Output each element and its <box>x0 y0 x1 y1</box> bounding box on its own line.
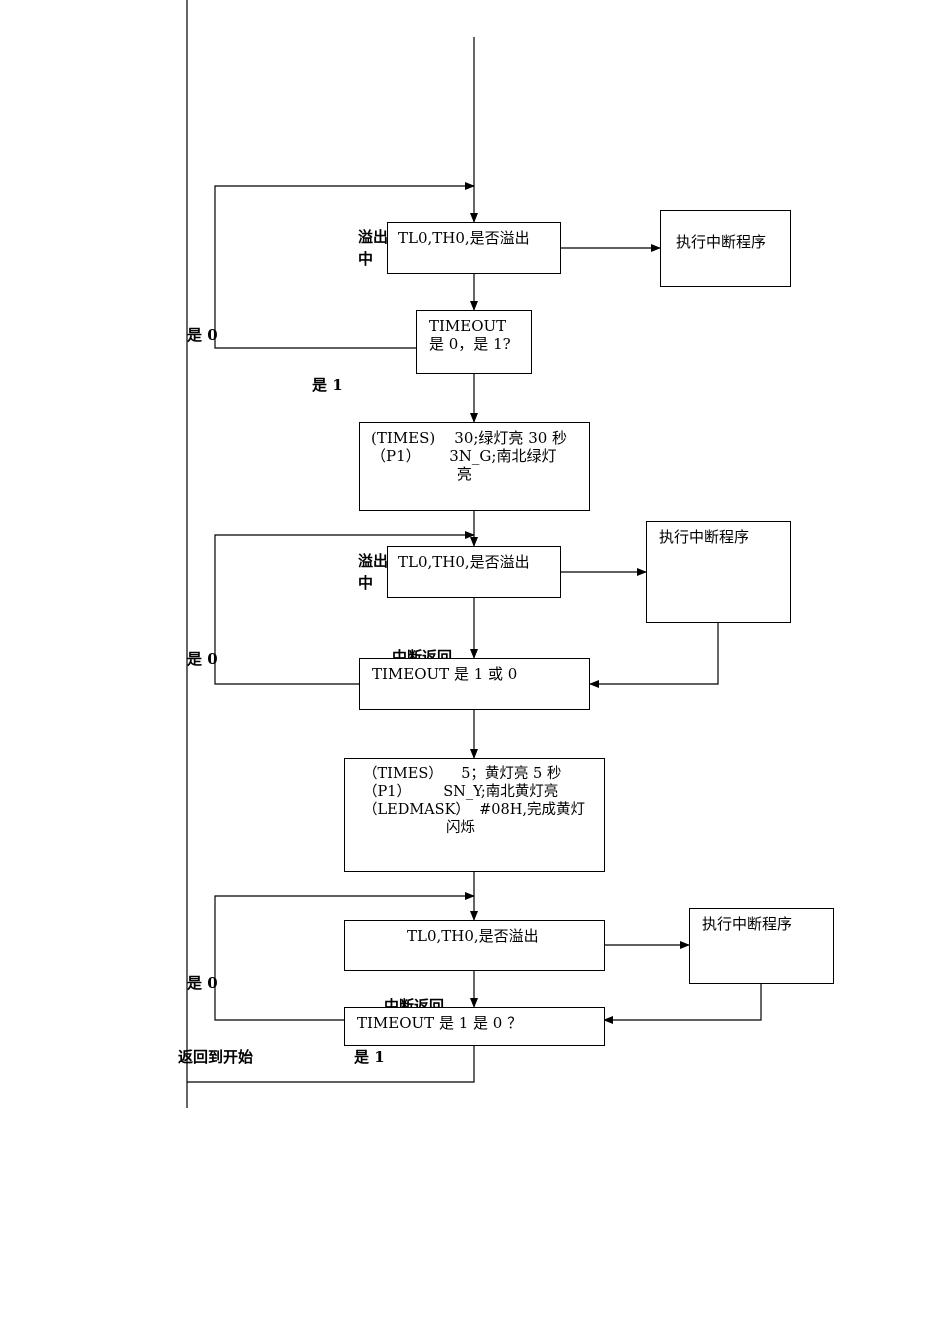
overflow-check-box-1: TL0,TH0,是否溢出 <box>387 222 561 274</box>
overflow-interrupt-label-2: 溢出 中 <box>358 552 389 592</box>
is-one-label-3: 是 1 <box>354 1048 385 1066</box>
is-one-label-1: 是 1 <box>312 376 343 394</box>
interrupt-routine-box-3: 执行中断程序 <box>689 908 834 984</box>
is-zero-label-2: 是 0 <box>187 650 218 668</box>
loop3-back-path <box>214 892 475 1021</box>
loop2-back-path <box>214 531 475 685</box>
loop1-back-path <box>214 182 475 349</box>
is-zero-label-3: 是 0 <box>187 974 218 992</box>
return-to-start-label: 返回到开始 <box>178 1048 254 1066</box>
interrupt-routine-box-2: 执行中断程序 <box>646 521 791 623</box>
return-to-start-path <box>187 1046 475 1083</box>
timeout-check-box-3: TIMEOUT 是 1 是 0 ？ <box>344 1007 605 1046</box>
interrupt-return-label-3: 中断返回 <box>384 997 445 1007</box>
interrupt-return-label-2: 中断返回 <box>392 648 453 658</box>
interrupt-routine-box-1: 执行中断程序 <box>660 210 791 287</box>
timeout-check-box-1: TIMEOUT 是 0，是 1? <box>416 310 532 374</box>
yellow-light-box: （TIMES） 5；黄灯亮 5 秒 （P1） SN_Y;南北黄灯亮 （LEDMA… <box>344 758 605 872</box>
overflow-check-box-2: TL0,TH0,是否溢出 <box>387 546 561 598</box>
overflow-interrupt-label-1: 溢出 中 <box>358 228 389 268</box>
int3-return-path <box>603 983 762 1024</box>
overflow-check-box-3: TL0,TH0,是否溢出 <box>344 920 605 971</box>
int2-return-path <box>589 622 719 688</box>
green-light-box: (TIMES) 30;绿灯亮 30 秒 （P1） 3N_G;南北绿灯 亮 <box>359 422 590 511</box>
timeout-check-box-2: TIMEOUT 是 1 或 0 <box>359 658 590 710</box>
is-zero-label-1: 是 0 <box>187 326 218 344</box>
